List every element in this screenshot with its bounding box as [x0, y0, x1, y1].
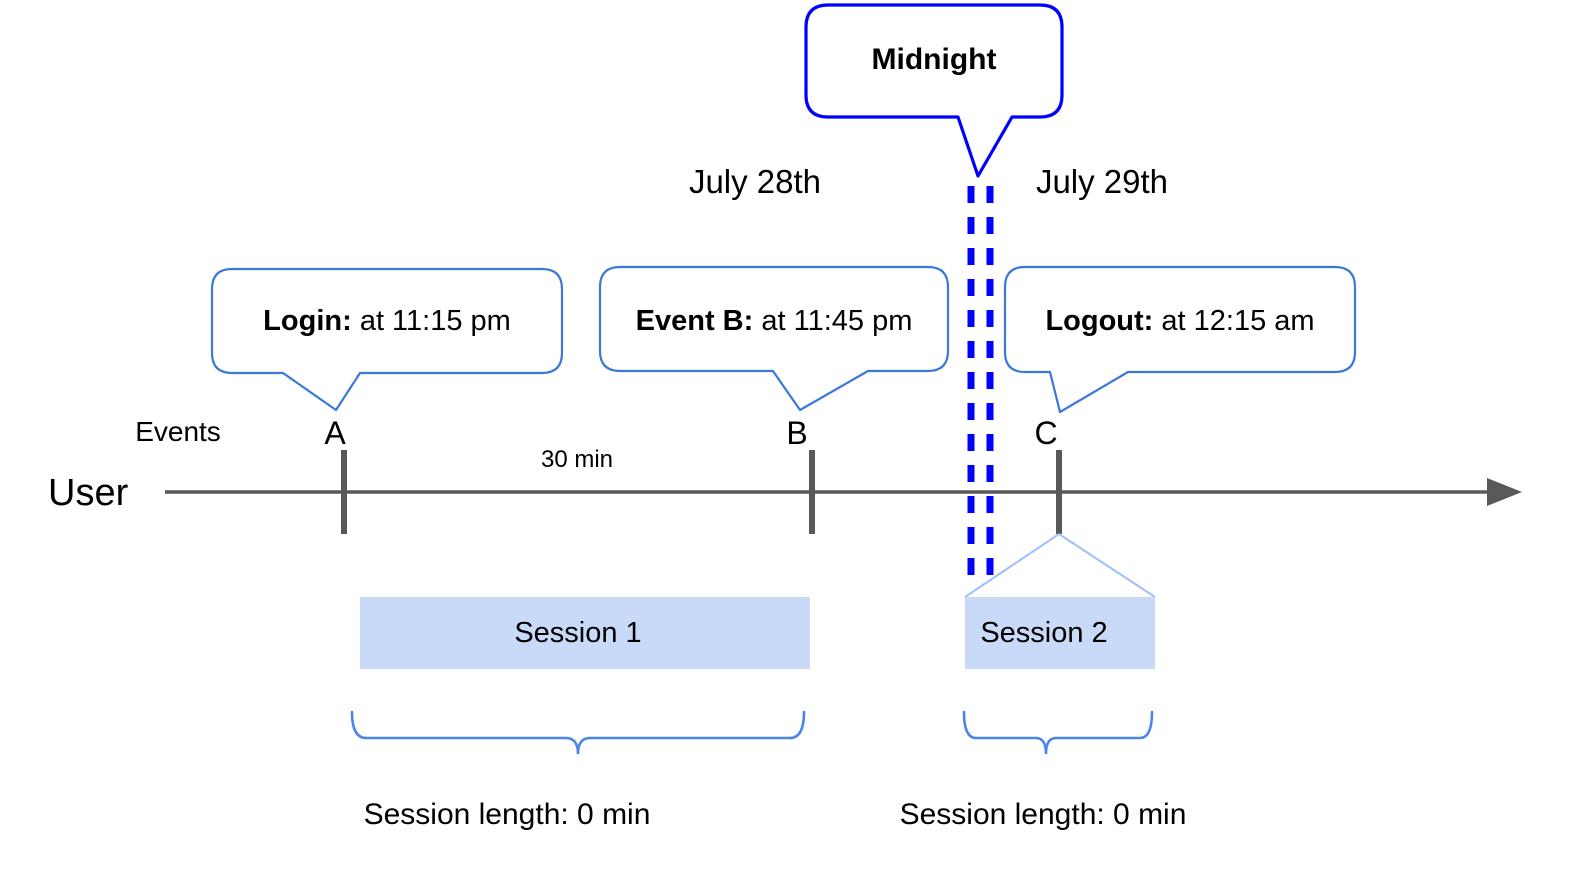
callout-rest-event-b: at 11:45 pm — [753, 305, 913, 337]
session-2-length-label: Session length: 0 min — [899, 798, 1187, 831]
session-2-label: Session 2 — [980, 617, 1108, 649]
gap-duration-label: 30 min — [540, 446, 614, 473]
tick-letter-a: A — [324, 415, 346, 451]
callout-shape-logout — [1003, 265, 1357, 414]
midnight-callout-shape — [804, 3, 1064, 178]
callout-label-login: Login: at 11:15 pm — [263, 307, 511, 336]
date-label-july-29: July 29th — [1035, 163, 1169, 200]
midnight-dashed-divider — [967, 186, 994, 585]
timeline-axis — [165, 478, 1522, 506]
callout-lead-login: Login: — [263, 305, 352, 337]
callout-lead-logout: Logout: — [1045, 305, 1154, 337]
tick-letter-b: B — [786, 415, 808, 451]
callout-rest-logout: at 12:15 am — [1153, 305, 1315, 337]
session-1-length-label: Session length: 0 min — [363, 798, 651, 831]
midnight-callout-label: Midnight — [871, 43, 997, 76]
session-1-label: Session 1 — [514, 617, 642, 649]
callout-rest-login: at 11:15 pm — [351, 305, 511, 337]
callout-lead-event-b: Event B: — [635, 305, 754, 337]
user-row-label: User — [48, 472, 129, 514]
events-row-label: Events — [135, 416, 221, 447]
callout-shape-event-b — [598, 265, 950, 412]
session-2-brace — [962, 710, 1154, 755]
tick-letter-c: C — [1034, 415, 1058, 451]
session-1-brace — [350, 710, 806, 755]
date-label-july-28: July 28th — [688, 163, 822, 200]
callout-label-event-b: Event B: at 11:45 pm — [636, 307, 913, 336]
callout-label-logout: Logout: at 12:15 am — [1045, 307, 1314, 336]
callout-shape-login — [210, 267, 564, 412]
